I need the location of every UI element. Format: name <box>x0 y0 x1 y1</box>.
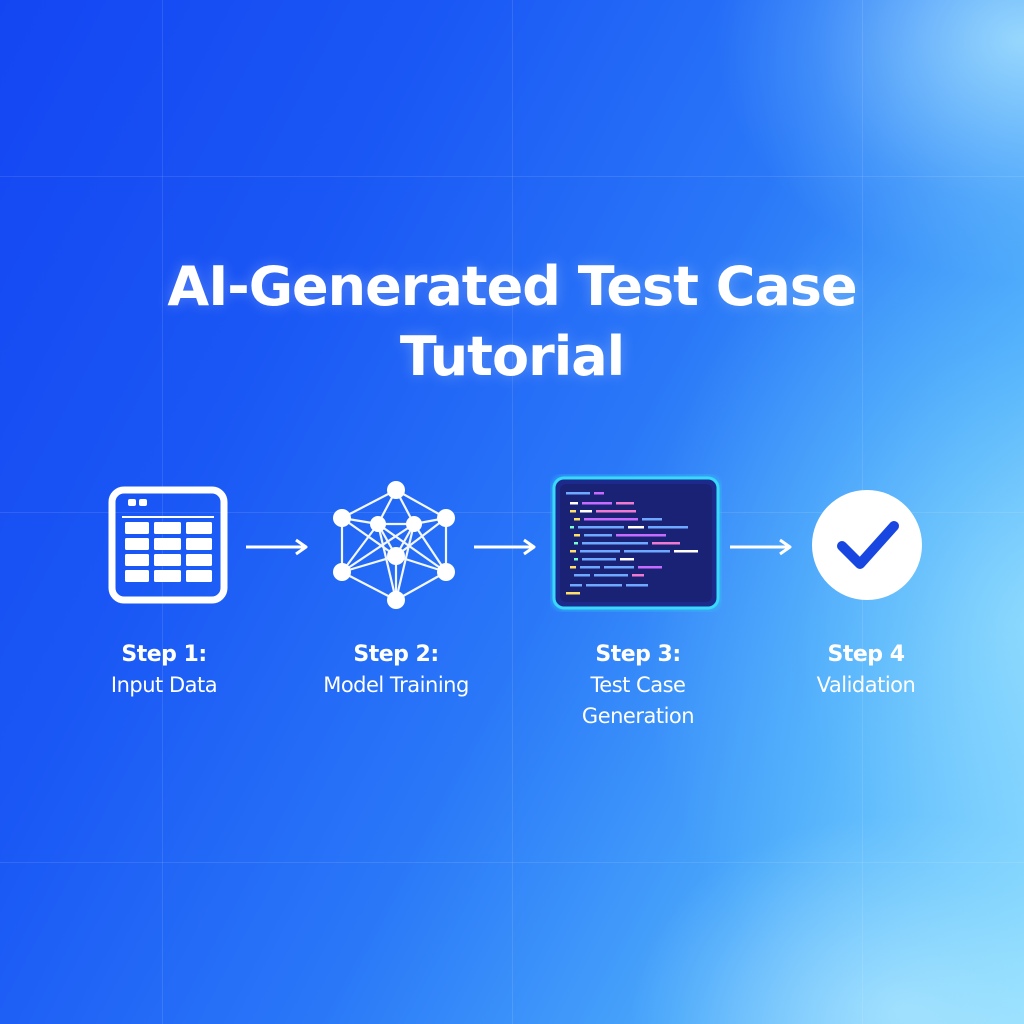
step-4-label: Step 4 Validation <box>746 640 986 701</box>
title-line-2: Tutorial <box>399 325 625 388</box>
step-1-label: Step 1: Input Data <box>44 640 284 701</box>
grid-line <box>0 862 1024 863</box>
grid-line <box>0 512 1024 513</box>
neural-network-icon <box>333 481 455 609</box>
step-name: Validation <box>816 673 916 697</box>
step-name: Model Training <box>323 673 469 697</box>
code-editor-icon <box>552 476 720 610</box>
step-number: Step 4 <box>827 642 906 667</box>
step-3-label: Step 3: Test Case Generation <box>518 640 758 732</box>
step-2-label: Step 2: Model Training <box>276 640 516 701</box>
title-line-1: AI-Generated Test Case <box>167 255 857 318</box>
grid-line <box>0 176 1024 177</box>
grid-line <box>512 0 513 1024</box>
arrow-right-icon <box>474 538 536 556</box>
table-icon <box>108 486 228 604</box>
step-number: Step 2: <box>353 642 439 667</box>
step-name: Input Data <box>110 673 218 697</box>
arrow-right-icon <box>246 538 308 556</box>
step-number: Step 3: <box>595 642 681 667</box>
step-name-line-2: Generation <box>581 704 695 728</box>
arrow-right-icon <box>730 538 792 556</box>
grid-line <box>162 0 163 1024</box>
step-name-line-1: Test Case <box>590 673 686 697</box>
checkmark-icon <box>812 490 922 600</box>
step-number: Step 1: <box>121 642 207 667</box>
page-title: AI-Generated Test Case Tutorial <box>0 252 1024 392</box>
